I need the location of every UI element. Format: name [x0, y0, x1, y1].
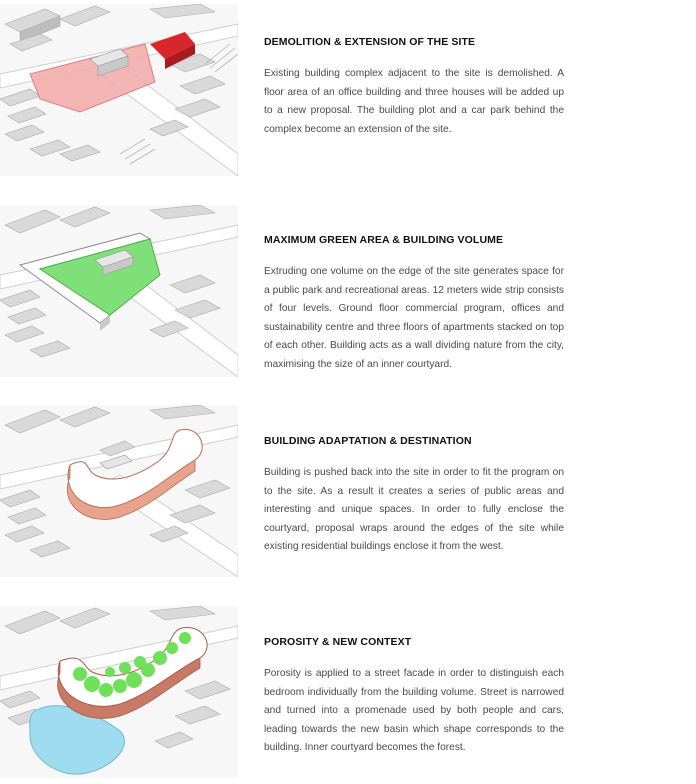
step-adaptation: BUILDING ADAPTATION & DESTINATION Buildi…	[0, 400, 696, 590]
step-green-area: MAXIMUM GREEN AREA & BUILDING VOLUME Ext…	[0, 200, 696, 390]
site-diagram-adaptation	[0, 405, 238, 577]
step-title: DEMOLITION & EXTENSION OF THE SITE	[264, 36, 476, 48]
step-demolition: DEMOLITION & EXTENSION OF THE SITE Exist…	[0, 0, 696, 190]
axonometric-diagram	[0, 205, 238, 377]
step-description: Porosity is applied to a street facade i…	[264, 668, 564, 754]
step-description: Building is pushed back into the site in…	[264, 467, 564, 553]
step-porosity: POROSITY & NEW CONTEXT Porosity is appli…	[0, 600, 696, 784]
site-diagram-green-area	[0, 205, 238, 377]
axonometric-diagram	[0, 405, 238, 577]
axonometric-diagram	[0, 4, 238, 176]
step-title: BUILDING ADAPTATION & DESTINATION	[264, 435, 472, 447]
step-description: Existing building complex adjacent to th…	[264, 68, 564, 135]
site-diagram-porosity	[0, 606, 238, 778]
step-description: Extruding one volume on the edge of the …	[264, 266, 564, 370]
step-title: POROSITY & NEW CONTEXT	[264, 636, 412, 648]
site-diagram-demolition	[0, 4, 238, 176]
step-title: MAXIMUM GREEN AREA & BUILDING VOLUME	[264, 234, 504, 246]
axonometric-diagram	[0, 606, 238, 778]
